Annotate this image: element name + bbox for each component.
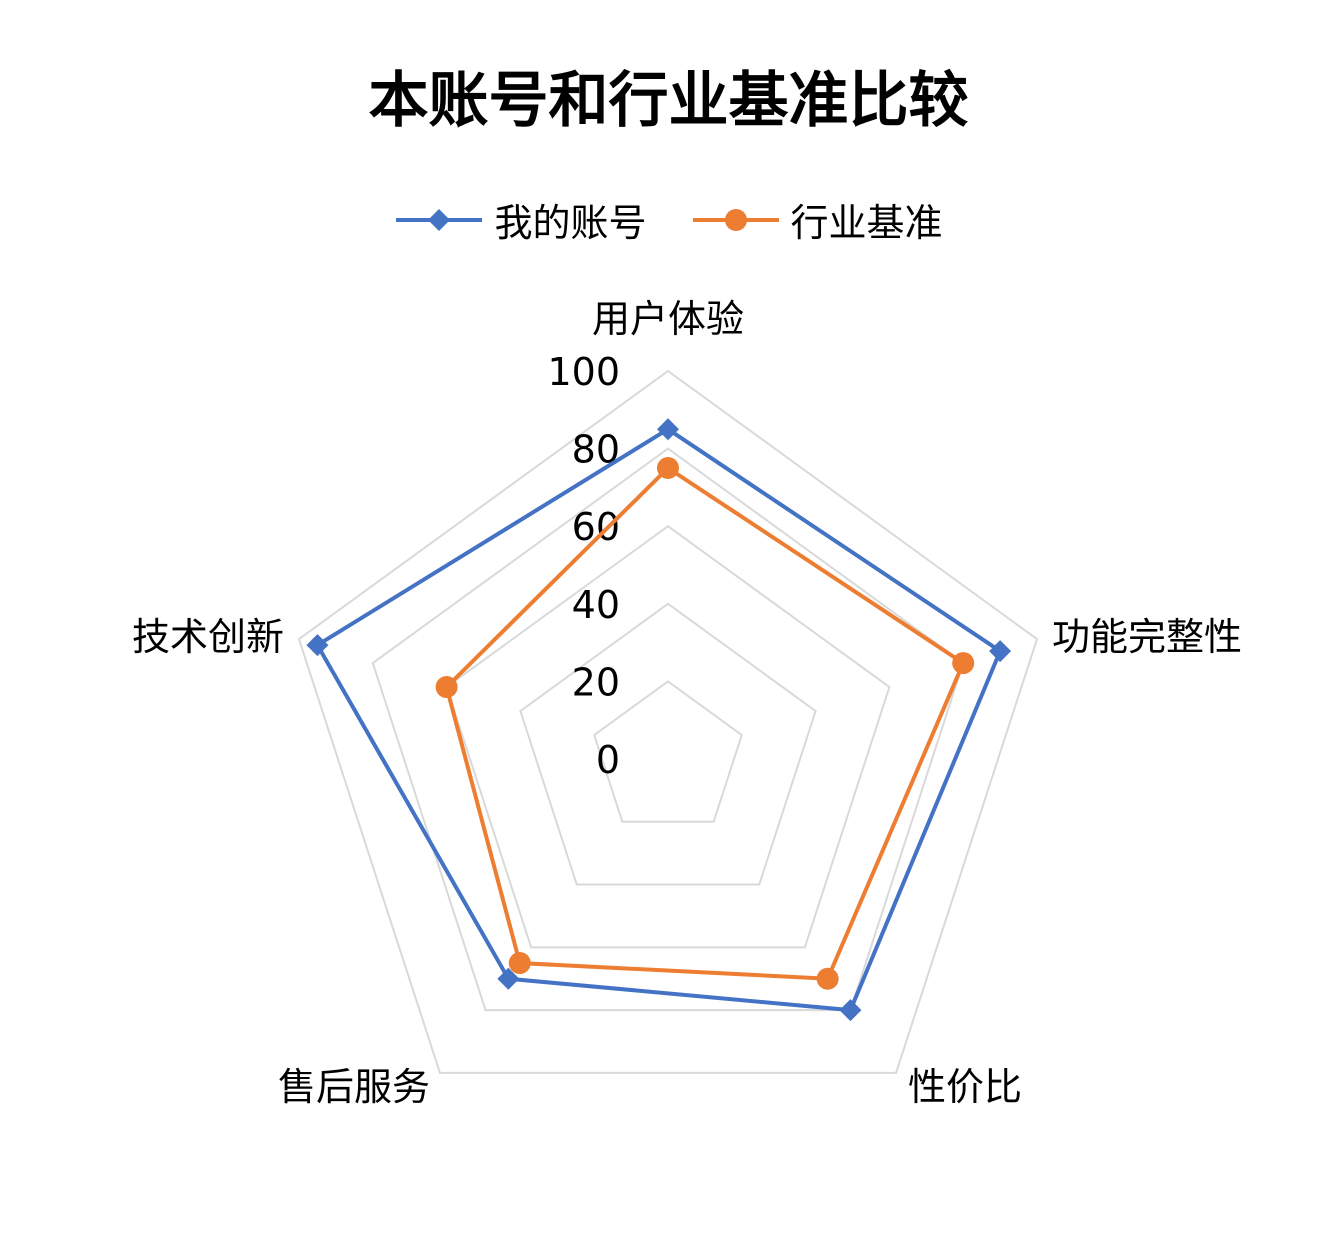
tick-label: 20 [572,660,620,704]
diamond-marker-icon [396,208,483,231]
diamond-marker-icon [989,640,1012,663]
grid-ring [593,680,743,823]
legend-item-industry-benchmark: 行业基准 [691,192,943,247]
circle-marker-icon [952,652,975,675]
tick-label: 0 [596,738,620,782]
tick-label: 60 [572,505,620,549]
circle-marker-icon [692,208,779,231]
grid-ring [519,602,817,886]
category-label: 售后服务 [278,1065,430,1109]
series-line [444,465,966,981]
category-label: 功能完整性 [1052,615,1242,659]
category-label: 技术创新 [132,615,284,659]
circle-marker-icon [435,676,458,699]
series-line [314,426,1003,1013]
diamond-marker-icon [657,418,679,441]
tick-label: 40 [572,583,620,627]
circle-marker-icon [657,457,679,479]
grid-ring [371,447,965,1012]
diamond-marker-icon [839,999,862,1022]
grid-ring [297,369,1039,1074]
category-label: 用户体验 [592,297,744,341]
legend-label: 行业基准 [790,201,943,245]
diamond-marker-icon [306,634,329,657]
chart-legend: 我的账号 行业基准 [0,192,1337,247]
legend-item-my-account: 我的账号 [394,192,647,247]
radar-grid [297,369,1039,1074]
grid-ring [445,524,891,949]
circle-marker-icon [816,967,839,990]
data-series [306,418,1012,1022]
diamond-marker-icon [497,967,520,990]
chart-title: 本账号和行业基准比较 [368,66,969,136]
tick-label: 100 [547,350,620,394]
circle-marker-icon [508,952,531,975]
legend-label: 我的账号 [494,201,647,245]
category-label: 性价比 [908,1065,1022,1109]
